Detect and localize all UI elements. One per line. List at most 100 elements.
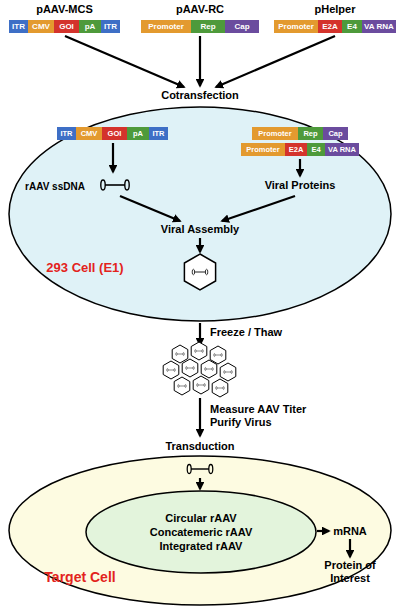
gene-segment: Cap [225,20,259,33]
step-label: Viral Assembly [140,223,260,236]
gene-segment: E4 [342,20,362,33]
process-arrow [349,539,351,557]
segment-label: Promoter [278,23,314,31]
virion-hexagon [212,379,228,397]
segment-label: VA RNA [328,146,356,154]
cell-outline: Target CellCircular rAAVConcatemeric rAA… [8,455,392,606]
segment-label: ITR [12,23,25,31]
cotransfection-arrow [199,36,201,86]
segment-label: Promoter [246,146,279,154]
ssdna-hairpin [187,465,213,474]
process-arrow [199,398,201,436]
plasmid-name: pAAV-RC [121,3,279,16]
ellipse-shape [9,107,391,321]
virion-hexagon [191,342,207,360]
gene-segment: ITR [149,127,168,140]
segment-label: CMV [32,23,50,31]
segment-label: ITR [60,130,72,138]
step-label: Viral Proteins [245,179,355,192]
process-arrow [112,143,114,172]
virion-hexagon [210,346,226,364]
genome-form-label: Integrated rAAV [160,539,243,553]
segment-label: Cap [328,130,342,138]
cell-name: 293 Cell (E1) [25,260,145,276]
gene-segment: GOI [102,127,127,140]
segment-label: Promoter [258,130,291,138]
cotransfection-arrow [65,36,184,87]
virion-hexagon [220,363,236,381]
gene-segment: Promoter [274,20,318,33]
virion-hexagon [193,376,209,394]
gene-segment: E4 [307,143,325,156]
gene-segment: ITR [9,20,28,33]
segment-label: E2A [289,146,304,154]
segment-label: E4 [347,23,357,31]
genome-form-label: Concatemeric rAAV [150,525,253,539]
segment-label: Cap [234,23,249,31]
segment-label: E2A [322,23,338,31]
gene-segment: Rep [298,127,323,140]
gene-segment: E2A [285,143,307,156]
virion-hexagon [174,377,190,395]
process-arrow [199,478,201,489]
virion-hexagon [182,359,198,377]
virion-hexagon [172,345,188,363]
plasmid-map: pHelperPromoterE2AE4VA RNA [274,3,396,34]
plasmid-map: pAAV-MCSITRCMVGOIpAITR [9,3,120,34]
gene-segment: Promoter [252,127,298,140]
segment-label: Rep [303,130,317,138]
step-label: Freeze / Thaw [210,326,310,339]
segment-label: Promoter [148,23,184,31]
gene-segment: pA [79,20,101,33]
gene-segment: ITR [57,127,76,140]
plasmid-name: pAAV-MCS [0,3,140,16]
ssdna-hairpin [101,180,129,190]
process-arrow [199,323,201,345]
step-label: Transduction [140,440,260,453]
gene-segment: Rep [191,20,225,33]
gene-segment: pA [127,127,149,140]
segment-label: VA RNA [364,23,394,31]
gene-segment: Promoter [141,20,191,33]
plasmid-name: pHelper [254,3,400,16]
segment-label: ITR [152,130,164,138]
capsid-hexagon [184,254,215,290]
segment-label: pA [85,23,96,31]
gene-segment: Cap [323,127,348,140]
step-label: Measure AAV Titer Purify Virus [210,403,320,429]
ellipse-shape [86,491,316,573]
segment-label: GOI [108,130,122,138]
ssdna-hairpin [192,269,208,275]
process-arrow [222,196,295,221]
gene-segment: VA RNA [325,143,359,156]
process-arrow [199,238,201,252]
segment-label: GOI [59,23,74,31]
process-arrow [317,530,329,532]
genome-form-label: Circular rAAV [165,511,236,525]
gene-segment: VA RNA [362,20,396,33]
cell-outline: 293 Cell (E1) ITR CMV GOI pA ITR Promoter Rep Ca… [8,106,392,322]
virion-hexagon [163,361,179,379]
step-label: rAAV ssDNA [20,180,90,193]
nucleus-region: Circular rAAVConcatemeric rAAVIntegrated… [85,490,317,574]
gene-segment: GOI [54,20,79,33]
segment-label: CMV [81,130,98,138]
plasmid-map: pAAV-RCPromoterRepCap [141,3,259,34]
process-arrow [299,159,301,176]
gene-segment: E2A [318,20,342,33]
step-label: Protein of Interest [305,559,395,585]
process-arrow [120,196,180,221]
gene-segment: ITR [101,20,120,33]
gene-segment: CMV [76,127,102,140]
segment-label: ITR [104,23,117,31]
segment-label: pA [133,130,143,138]
gene-segment: Promoter [241,143,285,156]
step-label: Cotransfection [140,89,260,102]
cotransfection-arrow [216,36,335,87]
ellipse-shape [9,456,391,605]
virion-hexagon [201,360,217,378]
